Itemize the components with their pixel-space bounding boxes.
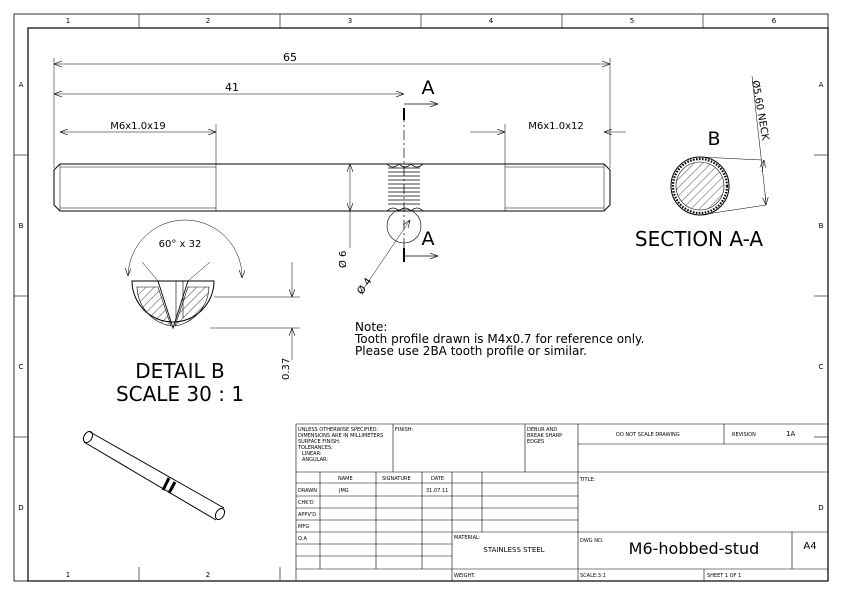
material-label: MATERIAL: [454, 535, 481, 541]
drawn-date: 31.07.11 [426, 488, 448, 494]
revision-value: 1A [786, 430, 795, 438]
zone-col-2: 2 [206, 17, 210, 25]
col-name: NAME [338, 476, 353, 482]
zone-row-a: A [19, 81, 24, 89]
zone-row-a-right: A [819, 81, 824, 89]
drawn-name: JMG [338, 488, 349, 494]
zone-col-2-bottom: 2 [206, 571, 210, 579]
dimension-lines [53, 58, 626, 295]
general-note-5: LINEAR: [302, 451, 322, 457]
dim-thread-left: M6x1.0x19 [110, 121, 165, 132]
row-mfg: MFG [298, 524, 309, 530]
row-qa: Q.A [298, 536, 308, 542]
col-date: DATE [431, 476, 444, 482]
sheet-border [13, 13, 829, 582]
deburr-2: BREAK SHARP [527, 433, 562, 439]
row-approved: APPV'D [298, 512, 316, 518]
note-heading: Note: [355, 320, 388, 334]
zone-row-c-right: C [819, 363, 824, 371]
zone-row-c: C [19, 363, 24, 371]
revision-label: REVISION [732, 432, 756, 438]
dim-detail-depth: 0.37 [281, 358, 292, 380]
detail-title: DETAIL B [135, 359, 225, 383]
note-line-1: Tooth profile drawn is M4x0.7 for refere… [355, 332, 645, 346]
do-not-scale: DO NOT SCALE DRAWING [616, 432, 680, 438]
dwg-no-value: M6-hobbed-stud [629, 539, 760, 558]
general-note-4: TOLERANCES: [297, 445, 333, 451]
finish-label: FINISH: [395, 427, 413, 433]
dim-thread-right: M6x1.0x12 [528, 121, 583, 132]
general-note-3: SURFACE FINISH: [298, 439, 341, 445]
dim-neck-diameter: Ø5.60 NECK [749, 79, 771, 141]
dwg-no-label: DWG NO. [580, 538, 604, 544]
general-note-1: UNLESS OTHERWISE SPECIFIED: [298, 427, 378, 433]
deburr-3: EDGES [527, 439, 544, 445]
row-drawn: DRAWN [298, 488, 317, 494]
scale-label: SCALE:3:1 [580, 573, 606, 579]
material-value: STAINLESS STEEL [483, 546, 544, 554]
title-block-text: UNLESS OTHERWISE SPECIFIED: DIMENSIONS A… [297, 427, 817, 579]
zone-col-4: 4 [489, 17, 494, 25]
title-label: TITLE: [579, 477, 596, 483]
deburr-1: DEBUR AND [527, 427, 557, 433]
row-checked: CHK'D [298, 500, 314, 506]
detail-marker: B [707, 128, 720, 150]
zone-row-d: D [18, 504, 23, 512]
detail-b-view [128, 219, 300, 360]
zone-labels: 1 2 3 4 5 6 1 2 A B C D A B C D [18, 17, 823, 579]
dim-overall-length: 65 [283, 51, 297, 64]
dim-detail-angle: 60° x 32 [159, 239, 202, 250]
view-labels: A A B SECTION A-A DETAIL B SCALE 30 : 1 [116, 77, 763, 406]
sheet-label: SHEET 1 OF 1 [707, 573, 741, 579]
zone-col-6: 6 [772, 17, 777, 25]
general-note-6: ANGULAR: [302, 457, 328, 463]
section-marker-top: A [422, 77, 435, 99]
sheet-size: A4 [803, 541, 816, 552]
dim-diameter-6: Ø 6 [337, 251, 349, 268]
dim-shank-length: 41 [225, 81, 239, 94]
zone-row-b-right: B [819, 222, 824, 230]
title-block-grid [295, 423, 828, 581]
zone-col-1-bottom: 1 [66, 571, 70, 579]
zone-col-3: 3 [348, 17, 352, 25]
section-title: SECTION A-A [635, 227, 763, 251]
section-a-a-view [670, 75, 766, 216]
note-line-2: Please use 2BA tooth profile or similar. [355, 344, 587, 358]
note-block: Note: Tooth profile drawn is M4x0.7 for … [355, 321, 644, 357]
general-note-2: DIMENSIONS ARE IN MILLIMETERS [298, 433, 383, 439]
dim-diameter-4: Ø 4 [355, 276, 375, 297]
isometric-view [82, 430, 226, 521]
zone-col-5: 5 [630, 17, 634, 25]
zone-col-1: 1 [66, 17, 70, 25]
section-marker-bottom: A [422, 228, 435, 250]
zone-row-d-right: D [818, 504, 823, 512]
weight-label: WEIGHT: [454, 573, 476, 579]
detail-scale: SCALE 30 : 1 [116, 382, 244, 406]
col-signature: SIGNATURE [382, 476, 411, 482]
stud-side-view [53, 104, 611, 262]
zone-row-b: B [19, 222, 24, 230]
